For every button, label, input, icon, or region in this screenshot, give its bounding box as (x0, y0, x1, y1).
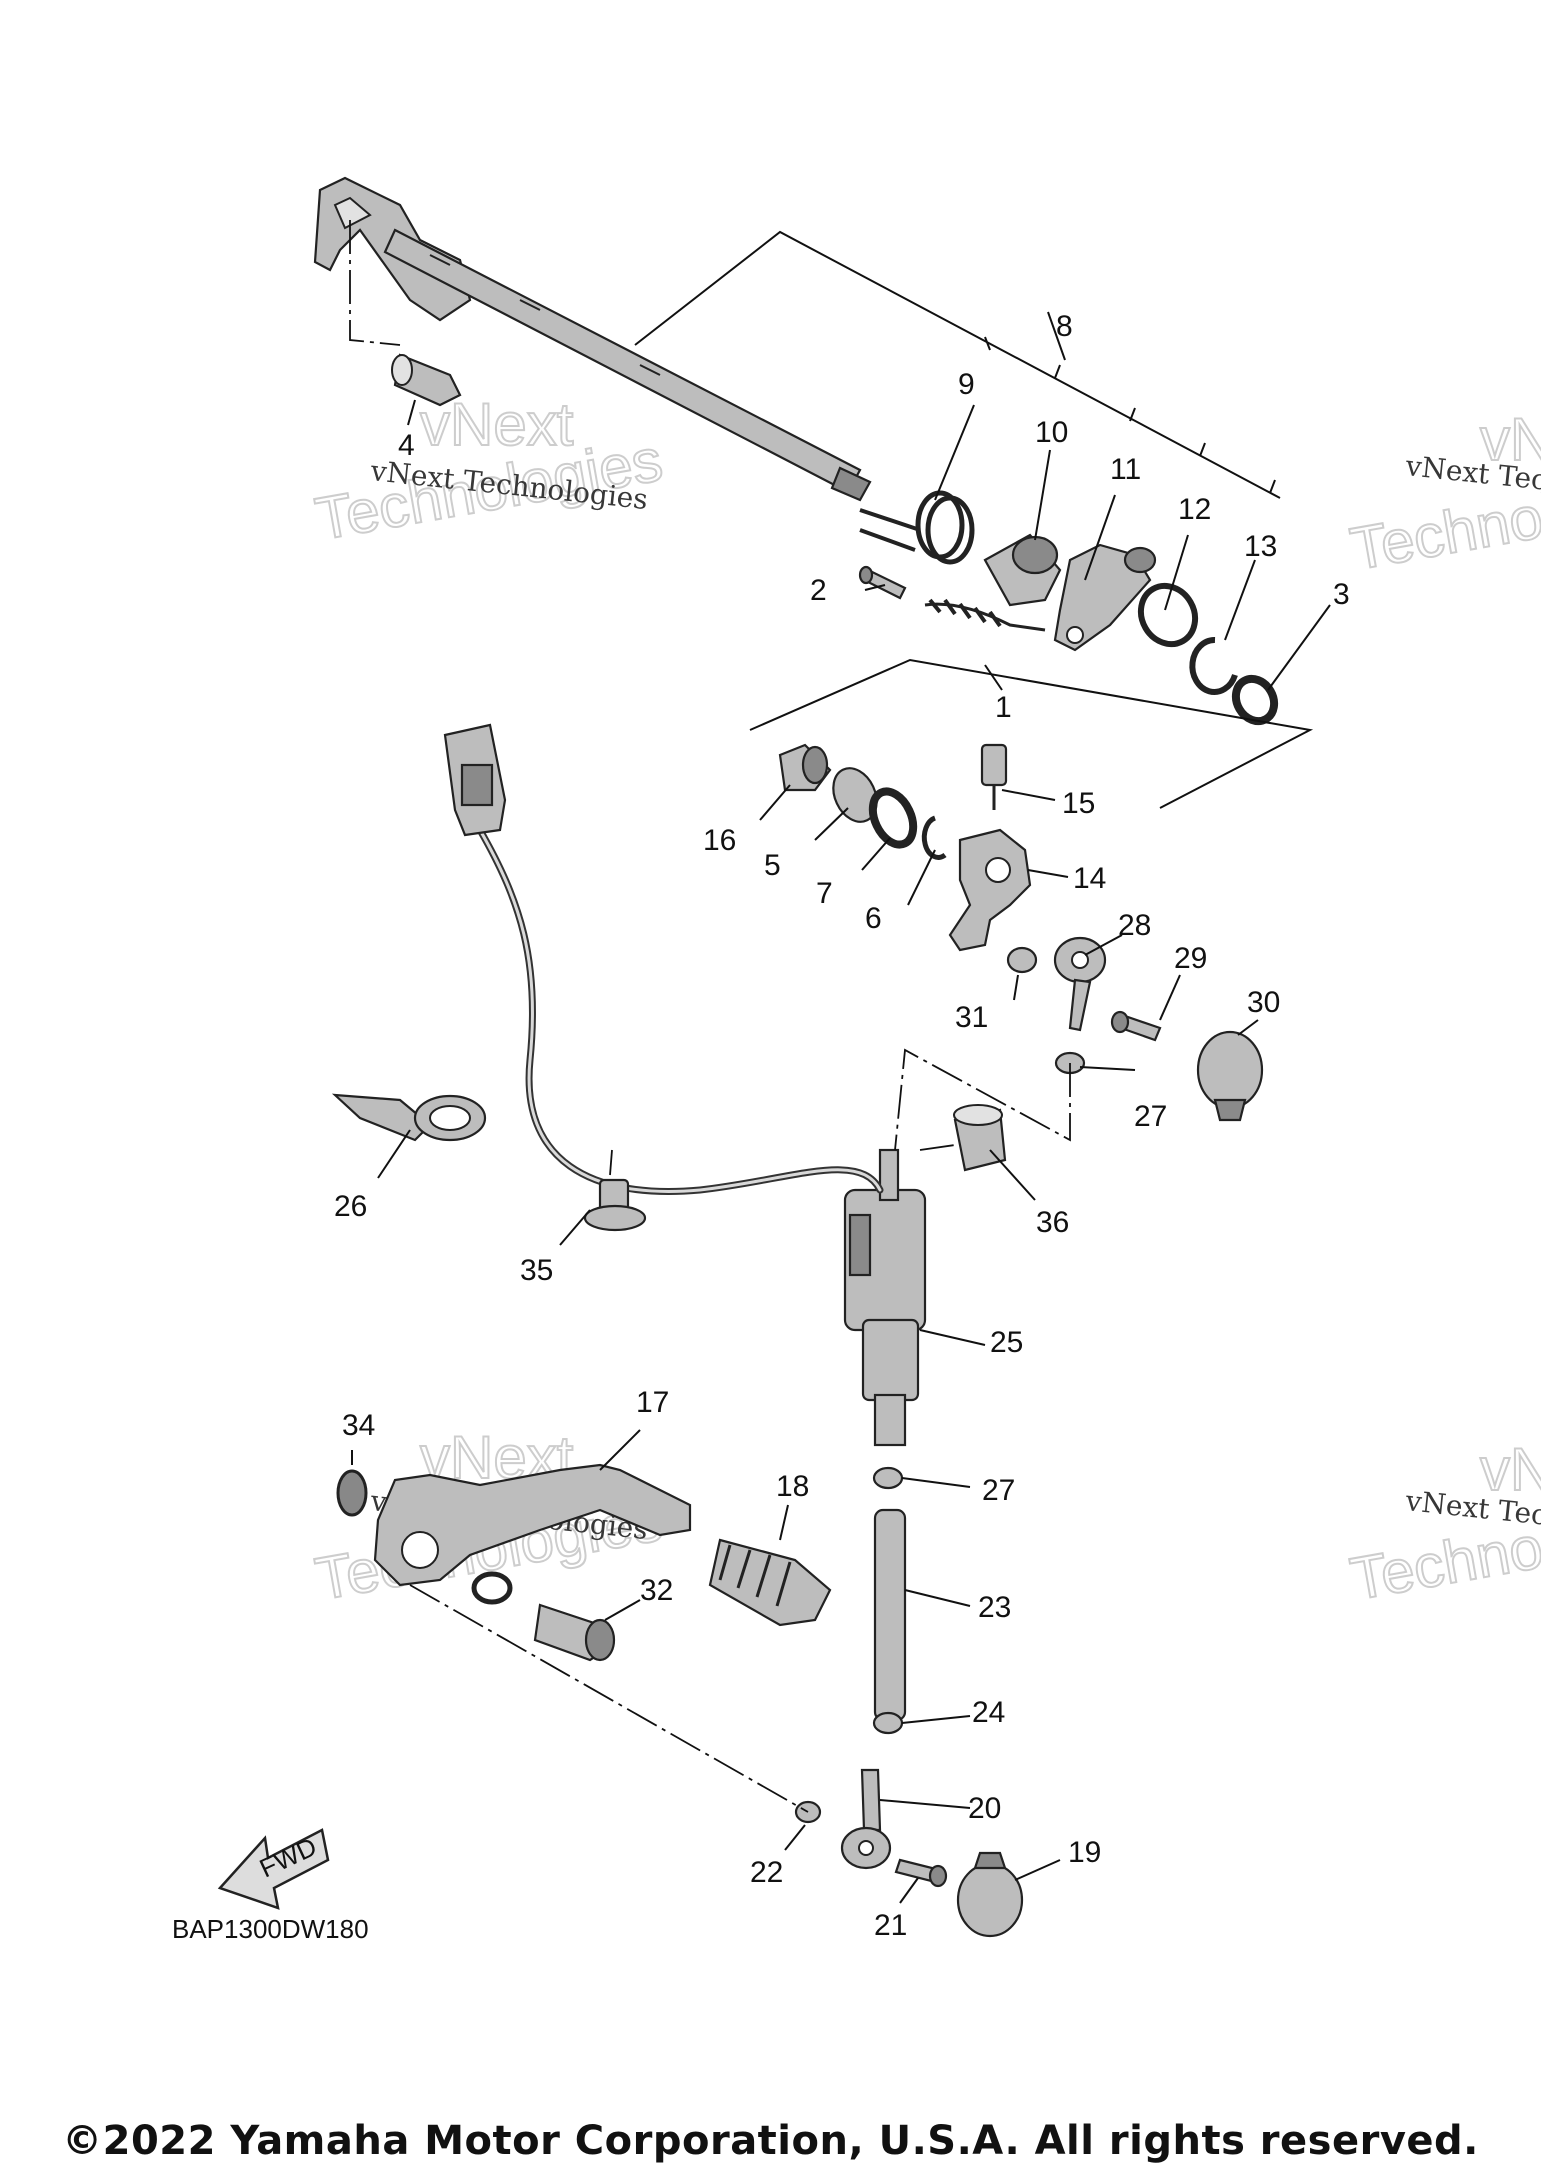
part-25-shift-actuator (843, 1148, 927, 1447)
callout-12: 12 (1178, 493, 1211, 526)
svg-text:vNext: vNext (1480, 406, 1541, 473)
callout-28: 28 (1118, 909, 1151, 942)
watermark-right-bottom: vNext Technologies vNext Technologies (1345, 1435, 1541, 1614)
part-12-washer (1137, 582, 1199, 648)
callout-31: 31 (955, 1001, 988, 1034)
svg-text:vNext: vNext (1480, 1436, 1541, 1503)
part-10-collar (983, 533, 1062, 607)
part-3-clip (1231, 674, 1279, 726)
callout-36: 36 (1036, 1206, 1069, 1239)
callout-8: 8 (1056, 310, 1073, 343)
callout-29: 29 (1174, 942, 1207, 975)
fwd-arrow-icon: FWD (217, 1828, 330, 1910)
part-20-rod-end (840, 1768, 892, 1870)
callout-22: 22 (750, 1856, 783, 1889)
copyright-notice: ©2022 Yamaha Motor Corporation, U.S.A. A… (62, 2118, 1479, 2164)
callout-labels: 1 2 3 4 5 6 7 8 9 10 11 12 13 14 15 16 1… (334, 310, 1350, 1942)
callout-10: 10 (1035, 416, 1068, 449)
part-26-clamp (331, 1093, 487, 1142)
diagram-code: BAP1300DW180 (172, 1914, 369, 1944)
callout-27-lower: 27 (982, 1474, 1015, 1507)
callout-11: 11 (1110, 453, 1141, 486)
part-23-shift-rod (873, 1508, 907, 1722)
part-32-pivot-bolt (533, 1603, 616, 1662)
part-6-circlip (921, 815, 947, 860)
part-11-shift-lever (1053, 543, 1157, 652)
callout-24: 24 (972, 1696, 1005, 1729)
part-28-rod-end (1053, 936, 1107, 1032)
part-19-cap (956, 1851, 1024, 1938)
callout-34: 34 (342, 1409, 375, 1442)
part-7-washer (868, 787, 918, 849)
callout-17: 17 (636, 1386, 669, 1419)
part-15-bolt (980, 743, 1008, 810)
part-17-shift-pedal (373, 1463, 692, 1587)
leader-lines (349, 220, 1331, 1904)
part-o-ring (471, 1571, 513, 1605)
part-13-circlip (1189, 636, 1238, 695)
callout-15: 15 (1062, 787, 1095, 820)
callout-5: 5 (764, 849, 781, 882)
part-14-shift-arm (948, 828, 1032, 952)
callout-4: 4 (398, 429, 415, 462)
part-4-pin (391, 353, 462, 407)
callout-13: 13 (1244, 530, 1277, 563)
shift-shaft-assembly (313, 176, 872, 502)
part-2-bolt (858, 565, 907, 600)
part-34-washer (336, 1469, 368, 1517)
callout-26: 26 (334, 1190, 367, 1223)
part-35-grommet (583, 1178, 647, 1232)
callout-1: 1 (995, 691, 1012, 724)
callout-18: 18 (776, 1470, 809, 1503)
callout-14: 14 (1073, 862, 1106, 895)
part-1-return-spring (924, 598, 1046, 632)
part-29-bolt (1110, 1010, 1162, 1042)
part-24-nut (872, 1711, 904, 1735)
part-9-torsion-spring (859, 490, 975, 565)
callout-9: 9 (958, 368, 975, 401)
part-30-cap (1196, 1030, 1264, 1122)
part-18-pedal-rubber (708, 1538, 832, 1627)
part-31-nut (1006, 946, 1038, 974)
callout-27: 27 (1134, 1100, 1167, 1133)
part-27-nut-lower (872, 1466, 904, 1490)
callout-16: 16 (703, 824, 736, 857)
callout-19: 19 (1068, 1836, 1101, 1869)
watermark-right-top: vNext Technologies vNext Technologies (1345, 405, 1541, 584)
part-16-bearing (778, 743, 832, 792)
callout-35: 35 (520, 1254, 553, 1287)
part-5-oil-seal (832, 767, 878, 823)
part-21-bolt (894, 1858, 948, 1888)
part-36-cover (953, 1104, 1007, 1172)
callout-3: 3 (1333, 578, 1350, 611)
callout-25: 25 (990, 1326, 1023, 1359)
callout-2: 2 (810, 574, 827, 607)
callout-23: 23 (978, 1591, 1011, 1624)
watermark-left-top: vNext Technologies vNext Technologies (310, 390, 669, 554)
callout-30: 30 (1247, 986, 1280, 1019)
callout-21: 21 (874, 1909, 907, 1942)
callout-32: 32 (640, 1574, 673, 1607)
sensor-lead-wire (443, 723, 884, 1195)
callout-20: 20 (968, 1792, 1001, 1825)
callout-7: 7 (816, 877, 833, 910)
callout-6: 6 (865, 902, 882, 935)
